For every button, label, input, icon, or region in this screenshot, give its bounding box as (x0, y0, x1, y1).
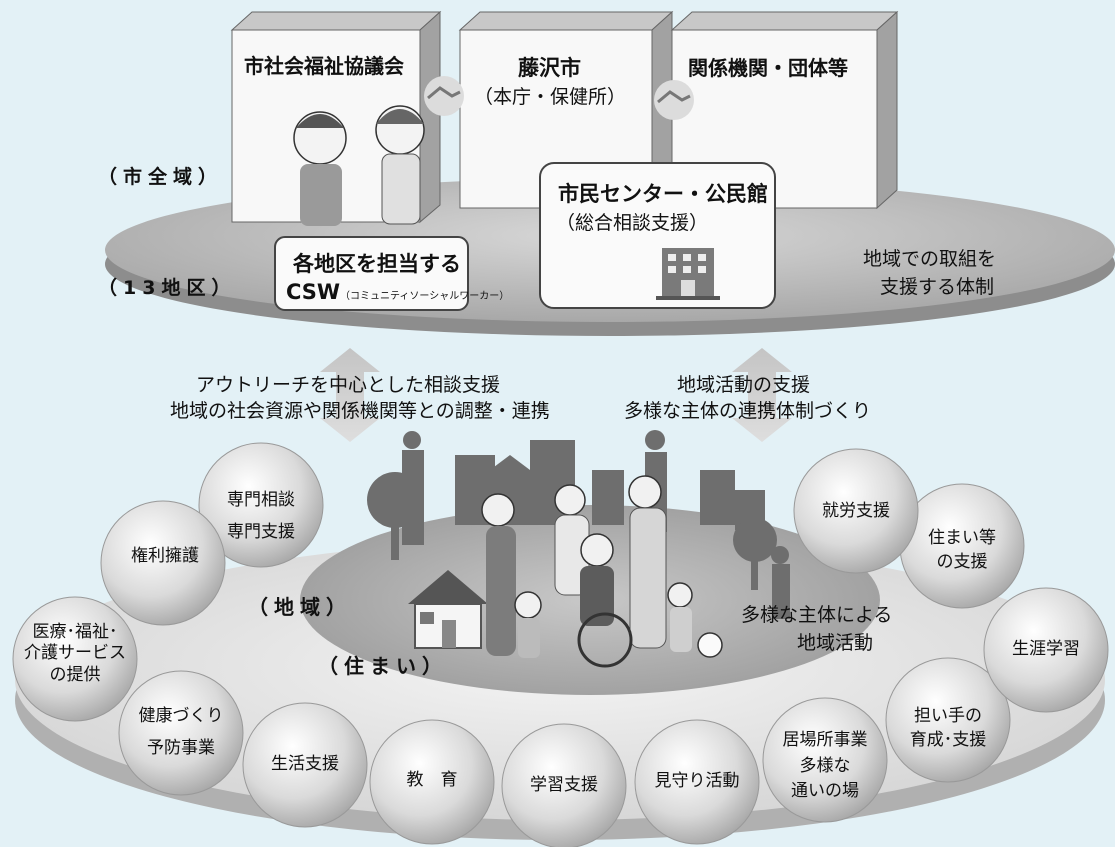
circle-label-health: 健康づくり 予防事業 (138, 706, 224, 759)
circle-label-education: 教 育 (406, 770, 458, 790)
circle-label-employment: 就労支援 (822, 501, 890, 521)
support-system-line2: 支援する体制 (880, 276, 995, 298)
csw-box-shape (274, 236, 469, 311)
left-arrow-text-line1: アウトリーチを中心とした相談支援 (196, 374, 501, 396)
district-label: （13地区） (98, 277, 237, 299)
right-arrow-text-line1: 地域活動の支援 (677, 374, 811, 396)
home-label: （住まい） (318, 654, 448, 678)
circle-label-place: 居場所事業 多様な 通いの場 (782, 730, 868, 801)
center-box-subtitle: （総合相談支援） (556, 212, 709, 234)
activity-line2: 地域活動 (797, 632, 874, 654)
right-double-arrow (732, 348, 792, 442)
circle-label-specialist: 専門相談 専門支援 (227, 490, 295, 543)
family-illustration (481, 475, 723, 668)
left-double-arrow (320, 348, 380, 442)
left-arrow-text-line2: 地域の社会資源や関係機関等との調整・連携 (170, 400, 550, 422)
csw-staff-illustration (293, 105, 425, 226)
building-icon (656, 248, 720, 300)
support-circles (12, 442, 1109, 847)
support-system-line1: 地域での取組を (863, 248, 997, 270)
house-illustration (408, 570, 488, 649)
circle-label-life: 生活支援 (271, 754, 339, 774)
center-box-title: 市民センター・公民館 (558, 182, 768, 206)
city-box-subtitle: （本庁・保健所） (474, 86, 627, 108)
circle-label-care: 医療･福祉･ 介護サービス の提供 (24, 622, 126, 685)
circle-label-lifelong: 生涯学習 (1012, 639, 1080, 659)
csw-note: （コミュニティソーシャルワーカー） (340, 291, 510, 302)
circle-label-bearers: 担い手の 育成･支援 (909, 706, 987, 750)
circle-label-watch: 見守り活動 (654, 771, 740, 791)
csw-title: 各地区を担当する (293, 252, 461, 276)
handshake-icon (424, 76, 464, 116)
area-label: （地域） (248, 595, 352, 619)
circle-label-rights: 権利擁護 (131, 546, 199, 566)
orgs-box-title: 関係機関・団体等 (688, 56, 848, 80)
circle-label-learning-support: 学習支援 (530, 775, 598, 795)
council-box-title: 市社会福祉協議会 (244, 54, 404, 78)
center-box-shape (539, 162, 776, 309)
csw-code: CSW (286, 280, 341, 304)
circle-label-housing: 住まい等 の支援 (928, 528, 996, 572)
handshake-icon (654, 80, 694, 120)
activity-line1: 多様な主体による (741, 604, 893, 626)
right-arrow-text-line2: 多様な主体の連携体制づくり (624, 400, 872, 422)
city-wide-label: （市全域） (98, 166, 224, 188)
city-box-title: 藤沢市 (518, 56, 581, 80)
